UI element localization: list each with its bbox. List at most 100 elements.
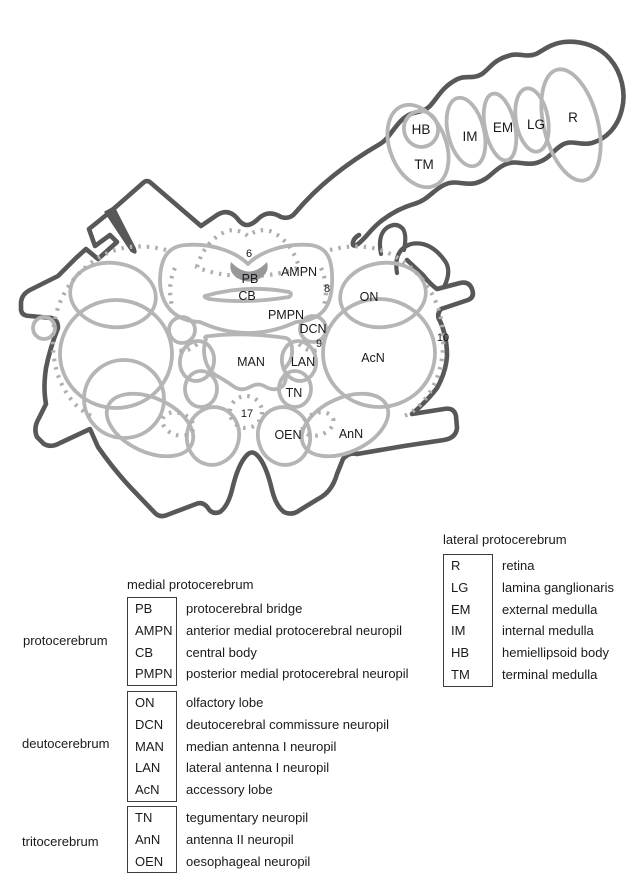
- abbr-oen: OEN: [135, 853, 164, 869]
- label-9: 9: [316, 338, 322, 350]
- tritocerebrum-abbr-box: TN AnN OEN: [127, 806, 177, 874]
- oen-right-outline: [255, 405, 313, 467]
- nerve-stub-a: [377, 222, 408, 257]
- category-tritocerebrum: tritocerebrum: [22, 834, 99, 849]
- r-lobe-outline: [539, 67, 603, 183]
- name-em: external medulla: [502, 601, 598, 617]
- name-r: retina: [502, 558, 535, 573]
- name-ampn: anterior medial protocerebral neuropil: [186, 622, 403, 638]
- abbr-lg: LG: [451, 579, 469, 595]
- abbr-pmpn: PMPN: [135, 666, 173, 682]
- dashed-arc-8-left: [167, 267, 177, 307]
- name-oen: oesophageal neuropil: [186, 853, 311, 869]
- protocerebrum-abbr-box: PB AMPN CB PMPN: [127, 597, 177, 687]
- lateral-protocerebrum-table: R LG EM IM HB TM retina lamina gangliona…: [443, 554, 614, 687]
- label-pmpn: PMPN: [268, 308, 304, 322]
- left-edge-circle: [31, 315, 57, 341]
- label-hb: HB: [412, 122, 431, 137]
- dcn-right-outline: [298, 314, 328, 344]
- label-em: EM: [493, 120, 513, 135]
- lateral-abbr-box: R LG EM IM HB TM: [443, 554, 493, 687]
- abbr-man: MAN: [135, 738, 164, 754]
- man-outline: [202, 332, 294, 392]
- lan-right-outline: [280, 339, 318, 383]
- ann-left-outline: [104, 391, 196, 459]
- oen-left-outline: [184, 405, 242, 467]
- label-tm: TM: [414, 157, 434, 172]
- category-deutocerebrum: deutocerebrum: [22, 736, 110, 751]
- label-8: 8: [324, 283, 330, 295]
- protocerebrum-names: protocerebral bridge anterior medial pro…: [186, 598, 409, 685]
- dashed-lateral-left: [50, 244, 167, 418]
- medial-protocerebrum-title: medial protocerebrum: [127, 577, 254, 592]
- abbr-pb: PB: [135, 601, 153, 616]
- dashed-dome-6: [194, 228, 302, 279]
- on-right-outline: [338, 260, 428, 330]
- deutocerebrum-names: olfactory lobe deutocerebral commissure …: [186, 692, 389, 801]
- category-protocerebrum: protocerebrum: [23, 633, 108, 648]
- name-pb: protocerebral bridge: [186, 601, 303, 616]
- eyestalk-outline: [293, 39, 626, 248]
- label-dcn: DCN: [299, 322, 326, 336]
- name-tm: terminal medulla: [502, 666, 598, 682]
- abbr-cb: CB: [135, 644, 154, 660]
- label-oen: OEN: [274, 428, 301, 442]
- abbr-ampn: AMPN: [135, 622, 173, 638]
- brain-diagram: 6 PB AMPN 8 CB PMPN ON DCN 9 MAN LAN AcN…: [18, 39, 626, 519]
- tritocerebrum-table: TN AnN OEN tegumentary neuropil antenna …: [127, 806, 310, 874]
- cb-outline: [202, 286, 293, 303]
- tn-left-outline: [183, 369, 219, 409]
- label-lan: LAN: [291, 355, 315, 369]
- name-hb: hemiellipsoid body: [502, 645, 609, 661]
- abbr-on: ON: [135, 695, 155, 710]
- abbr-tm: TM: [451, 666, 470, 682]
- label-tn: TN: [286, 386, 303, 400]
- name-im: internal medulla: [502, 623, 594, 639]
- label-pb: PB: [242, 272, 259, 286]
- abbr-lan: LAN: [135, 760, 161, 776]
- tritocerebrum-names: tegumentary neuropil antenna II neuropil…: [186, 807, 310, 872]
- abbr-acn: AcN: [135, 782, 160, 798]
- dcn-left-outline: [167, 315, 197, 345]
- label-ann: AnN: [339, 427, 363, 441]
- dashed-arc-9-right: [297, 342, 323, 353]
- lan-left-outline: [178, 339, 216, 383]
- abbr-dcn: DCN: [135, 716, 164, 732]
- lg-lobe-outline: [513, 86, 551, 154]
- abbr-ann: AnN: [135, 831, 161, 847]
- label-17: 17: [241, 408, 253, 420]
- name-pmpn: posterior medial protocerebral neuropil: [186, 666, 409, 682]
- dashed-arc-8-right: [319, 267, 329, 307]
- deutocerebrum-table: ON DCN MAN LAN AcN olfactory lobe deutoc…: [127, 691, 389, 802]
- nerve-stub-b: [394, 241, 451, 290]
- dashed-ann-inner-right: [300, 410, 336, 438]
- label-acn: AcN: [361, 351, 385, 365]
- lateral-lobe-left-outline: [82, 358, 166, 440]
- abbr-hb: HB: [451, 645, 470, 661]
- label-ampn: AMPN: [281, 265, 317, 279]
- abbr-r: R: [451, 558, 461, 573]
- name-lg: lamina ganglionaris: [502, 579, 615, 595]
- label-on: ON: [360, 290, 379, 304]
- abbr-tn: TN: [135, 810, 153, 825]
- name-man: median antenna I neuropil: [186, 738, 337, 754]
- lateral-protocerebrum-title: lateral protocerebrum: [443, 532, 567, 547]
- hb-lobe-outline: [402, 109, 440, 149]
- label-6: 6: [246, 248, 252, 260]
- dashed-circle-17: [227, 393, 265, 431]
- lateral-names: retina lamina ganglionaris external medu…: [502, 555, 614, 686]
- name-cb: central body: [186, 644, 257, 660]
- ann-right-outline: [299, 391, 391, 459]
- on-left-outline: [68, 260, 158, 330]
- dashed-ann-inner-left: [160, 410, 196, 438]
- nerve-spike: [104, 206, 137, 254]
- dashed-arc-9-left: [173, 342, 199, 353]
- name-on: olfactory lobe: [186, 695, 264, 710]
- label-10: 10: [437, 332, 449, 344]
- label-man: MAN: [237, 355, 265, 369]
- deutocerebrum-abbr-box: ON DCN MAN LAN AcN: [127, 691, 177, 802]
- name-tn: tegumentary neuropil: [186, 810, 309, 825]
- acn-left-outline: [58, 298, 174, 410]
- dashed-lateral-right: [329, 244, 446, 418]
